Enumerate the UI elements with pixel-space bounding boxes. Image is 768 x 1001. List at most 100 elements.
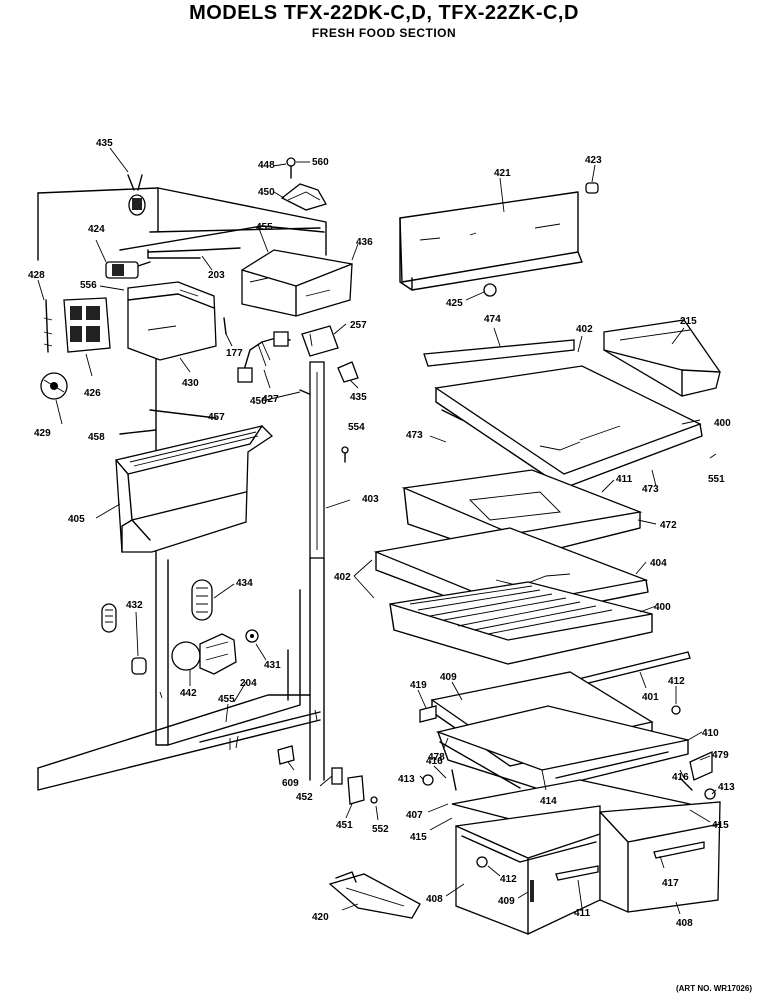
callout-426: 426 <box>84 388 101 399</box>
callout-452: 452 <box>296 792 313 803</box>
part-412-clip <box>671 705 681 715</box>
callout-427: 427 <box>262 394 279 405</box>
callout-457: 457 <box>208 412 225 423</box>
part-554-screw <box>341 446 349 463</box>
part-400-wire-shelf <box>389 581 653 665</box>
part-434-grille <box>191 579 213 621</box>
part-426-control-housing <box>63 297 111 353</box>
callout-408: 408 <box>426 894 443 905</box>
callout-434: 434 <box>236 578 253 589</box>
part-432-light-lens <box>101 603 117 633</box>
callout-431: 431 <box>264 660 281 671</box>
callout-410: 410 <box>702 728 719 739</box>
callout-204: 204 <box>240 678 257 689</box>
callout-554: 554 <box>348 422 365 433</box>
part-408-crisper-drawer-left <box>455 805 601 935</box>
callout-428: 428 <box>28 270 45 281</box>
callout-479: 479 <box>712 750 729 761</box>
callout-404: 404 <box>650 558 667 569</box>
part-451-hinge <box>347 775 365 805</box>
part-403-rail <box>309 361 325 781</box>
part-257-switch <box>301 325 339 357</box>
callout-415: 415 <box>410 832 427 843</box>
callout-421: 421 <box>494 168 511 179</box>
callout-425: 425 <box>446 298 463 309</box>
callout-409: 409 <box>440 672 457 683</box>
callout-419: 419 <box>410 680 427 691</box>
part-405-utility-bin <box>115 425 274 553</box>
callout-409-b: 409 <box>498 896 515 907</box>
callout-560: 560 <box>312 157 329 168</box>
part-452-plate <box>331 767 343 785</box>
callout-400: 400 <box>714 418 731 429</box>
callout-442: 442 <box>180 688 197 699</box>
callout-415-b: 415 <box>712 820 729 831</box>
callout-257: 257 <box>350 320 367 331</box>
part-609-bracket <box>277 745 295 765</box>
part-430-control-panel <box>127 281 217 361</box>
part-429-damper <box>40 372 68 400</box>
callout-474: 474 <box>484 314 501 325</box>
callout-417: 417 <box>662 878 679 889</box>
part-413-knob <box>422 774 716 800</box>
callout-416-b: 416 <box>672 772 689 783</box>
callout-432: 432 <box>126 600 143 611</box>
callout-448: 448 <box>258 160 275 171</box>
callout-405: 405 <box>68 514 85 525</box>
part-177-screw <box>223 317 227 335</box>
callout-424: 424 <box>88 224 105 235</box>
callout-473: 473 <box>406 430 423 441</box>
part-436-fan-housing <box>241 249 353 317</box>
callout-420: 420 <box>312 912 329 923</box>
part-215-snack-pan <box>603 319 721 397</box>
callout-429: 429 <box>34 428 51 439</box>
art-number: (ART NO. WR17026) <box>675 984 752 993</box>
callout-430: 430 <box>182 378 199 389</box>
part-552-screw <box>370 796 378 804</box>
callout-451: 451 <box>336 820 353 831</box>
callout-456: 456 <box>250 396 267 407</box>
callout-609: 609 <box>282 778 299 789</box>
part-442-control-dial <box>171 633 237 675</box>
part-412-knob <box>476 856 488 868</box>
diagram-title: MODELS TFX-22DK-C,D, TFX-22ZK-C,D <box>189 2 579 24</box>
callout-413: 413 <box>398 774 415 785</box>
callout-455: 455 <box>256 222 273 233</box>
callout-414: 414 <box>540 796 557 807</box>
callout-412-b: 412 <box>500 874 517 885</box>
callout-423: 423 <box>585 155 602 166</box>
callout-411-b: 411 <box>574 908 591 919</box>
part-435-clip <box>337 361 359 383</box>
part-478-rail <box>439 741 521 789</box>
callout-400-b: 400 <box>654 602 671 613</box>
callout-472: 472 <box>660 520 677 531</box>
callout-203: 203 <box>208 270 225 281</box>
part-432-socket <box>131 657 147 675</box>
part-425-knob <box>483 283 497 297</box>
part-435-thermostat-knob <box>127 174 146 216</box>
part-203-housing <box>147 247 241 253</box>
callout-473-b: 473 <box>642 484 659 495</box>
callout-407: 407 <box>406 810 423 821</box>
part-479-rail <box>689 750 713 781</box>
callout-556: 556 <box>80 280 97 291</box>
callout-411: 411 <box>616 474 633 485</box>
part-427-wiring <box>237 331 291 383</box>
part-431-knob <box>245 629 259 643</box>
part-450-light-cover <box>280 183 327 211</box>
part-420-butter-dish <box>328 871 421 919</box>
part-448-screw <box>286 157 296 179</box>
callout-412: 412 <box>668 676 685 687</box>
callout-435: 435 <box>96 138 113 149</box>
callout-403: 403 <box>362 494 379 505</box>
callout-177: 177 <box>226 348 243 359</box>
part-416-roller <box>451 769 693 791</box>
callout-215: 215 <box>680 316 697 327</box>
diagram-subtitle: FRESH FOOD SECTION <box>311 26 457 40</box>
callout-478: 478 <box>428 752 445 763</box>
callout-413-b: 413 <box>718 782 735 793</box>
callout-416: 416 <box>426 756 443 767</box>
part-457-458-trim <box>119 409 217 435</box>
